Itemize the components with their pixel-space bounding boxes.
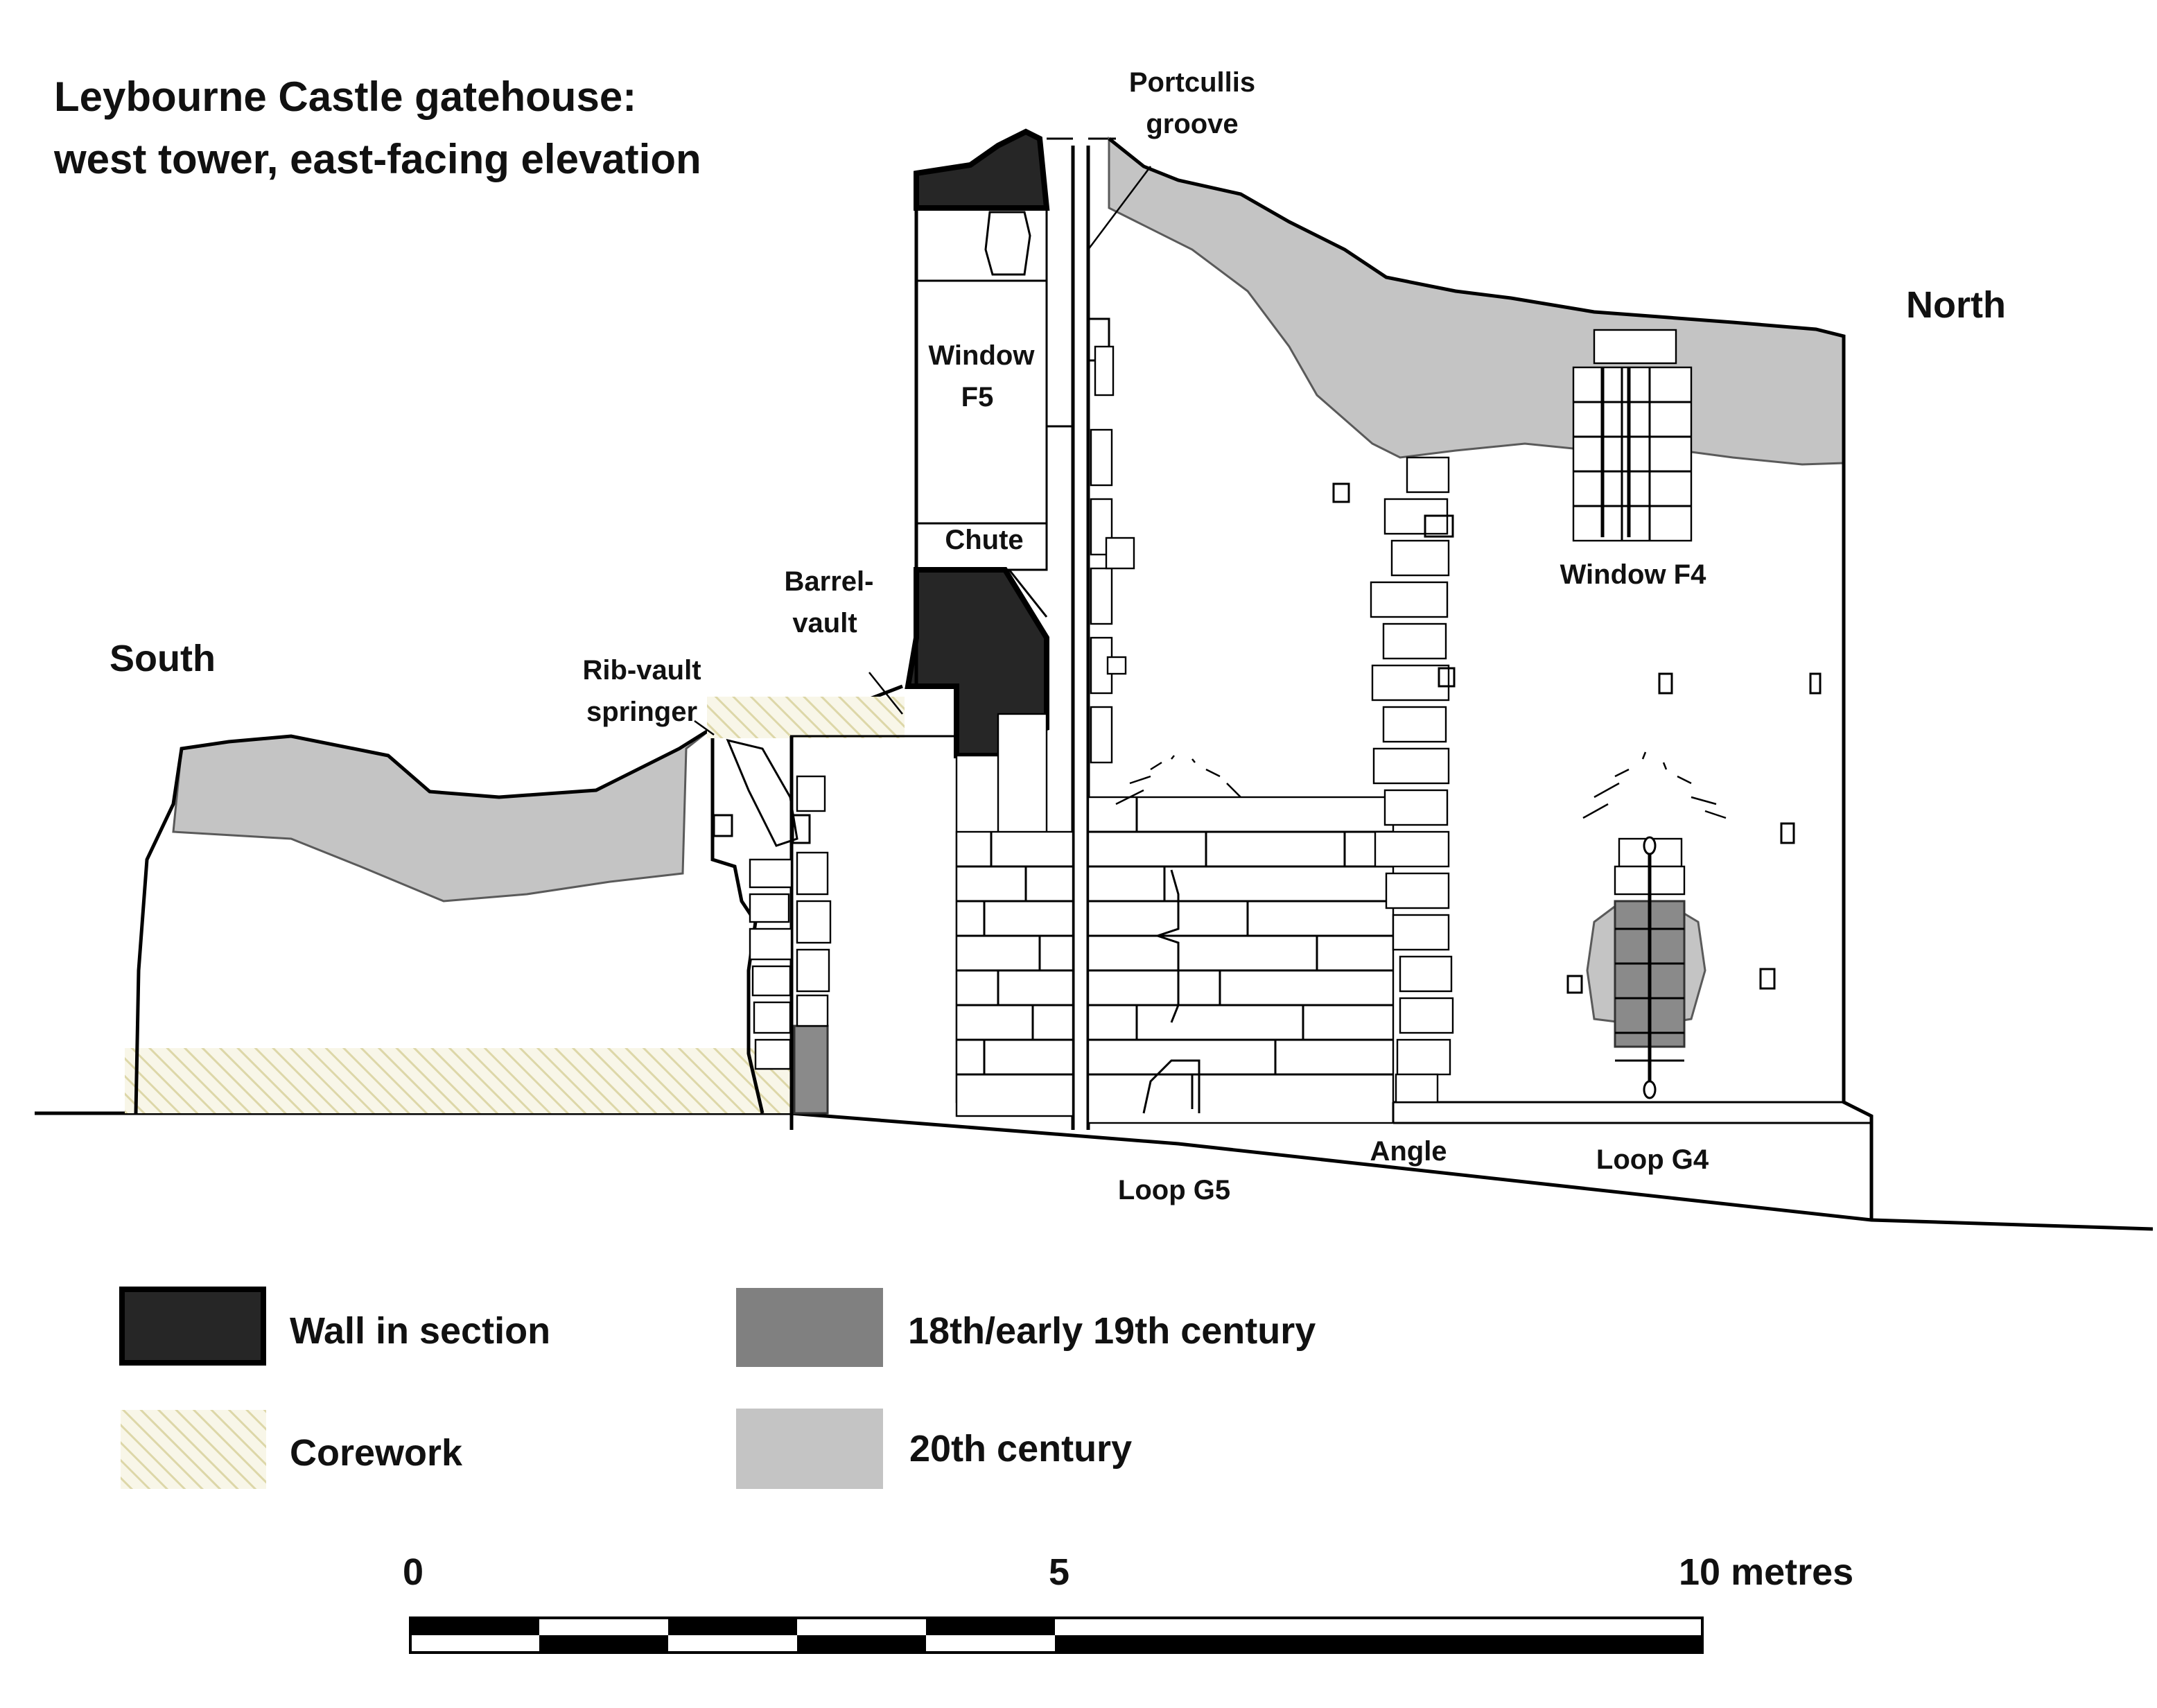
tower-section xyxy=(905,128,1395,1130)
putlog-hole xyxy=(713,814,733,837)
putlog-holes-north xyxy=(1332,482,1822,994)
stonework-south-rubble xyxy=(749,775,832,1070)
legend-label-c20: 20th century xyxy=(909,1428,1132,1470)
window-f5-label-2: F5 xyxy=(961,382,994,412)
loop-g5-label: Loop G5 xyxy=(1118,1175,1230,1205)
rib-vault-label-2: springer xyxy=(586,697,697,727)
south-label: South xyxy=(110,638,216,679)
scale-label-0: 0 xyxy=(403,1551,423,1593)
ground-line xyxy=(35,1111,2154,1231)
south-wall xyxy=(125,684,957,1130)
scale-bar: 0 5 10 metres xyxy=(403,1551,1853,1654)
north-wall xyxy=(1108,136,1874,1220)
legend-label-corework: Corework xyxy=(290,1432,463,1474)
loop-g4 xyxy=(1582,751,1727,1099)
window-f5-stone xyxy=(984,211,1031,276)
north-wall-outline xyxy=(1108,137,1874,1220)
north-plinth xyxy=(1392,1101,1871,1124)
portcullis-label-1: Portcullis xyxy=(1129,67,1255,98)
loop-g5-base xyxy=(1142,1059,1200,1114)
title-line-2: west tower, east-facing elevation xyxy=(53,136,701,182)
corework-south-base xyxy=(125,1048,790,1113)
legend-swatch-c20 xyxy=(736,1409,883,1489)
window-f5-frame xyxy=(916,207,1048,571)
masonry-lower-block xyxy=(955,796,1395,1124)
corework-barrel-vault xyxy=(707,697,905,738)
legend: Wall in section 18th/early 19th century … xyxy=(119,1287,1316,1489)
rib-vault-label-1: Rib-vault xyxy=(582,655,701,686)
springer-outline xyxy=(710,735,765,1114)
loop-g5-rays xyxy=(1115,755,1241,805)
title-line-1: Leybourne Castle gatehouse: xyxy=(54,73,636,120)
rib-vault-springer xyxy=(726,738,798,847)
c18-infill-south xyxy=(793,1025,829,1115)
scale-label-5: 5 xyxy=(1049,1551,1069,1593)
legend-swatch-corework xyxy=(121,1410,266,1489)
loop-g4-label: Loop G4 xyxy=(1596,1144,1709,1175)
window-f5-label-1: Window xyxy=(929,340,1036,371)
scale-label-10: 10 metres xyxy=(1679,1551,1853,1593)
legend-swatch-wall-in-section xyxy=(119,1287,266,1366)
legend-swatch-c18 xyxy=(736,1288,883,1367)
putlog-hole xyxy=(792,814,811,844)
north-label: North xyxy=(1906,284,2006,326)
wall-in-section-top xyxy=(914,128,1050,211)
legend-label-wall-in-section: Wall in section xyxy=(290,1310,550,1352)
chute-diagonal xyxy=(1008,569,1048,618)
leader-lines xyxy=(694,166,1151,736)
legend-label-c18: 18th/early 19th century xyxy=(908,1310,1316,1352)
barrel-vault-label-2: vault xyxy=(792,608,857,638)
window-f4 xyxy=(1572,329,1693,542)
barrel-vault-label-1: Barrel- xyxy=(785,566,874,597)
angle-quoins xyxy=(1370,456,1454,1104)
angle-label: Angle xyxy=(1370,1136,1447,1167)
twentieth-century-south-cap xyxy=(172,726,713,903)
twentieth-century-north-cap xyxy=(1108,136,1845,466)
portcullis-jamb xyxy=(1047,137,1116,428)
window-f4-label: Window F4 xyxy=(1560,559,1706,590)
loop-g5 xyxy=(1154,869,1180,1023)
portcullis-label-2: groove xyxy=(1146,109,1238,139)
chute-label: Chute xyxy=(945,525,1023,555)
portcullis-groove xyxy=(1071,146,1090,1130)
